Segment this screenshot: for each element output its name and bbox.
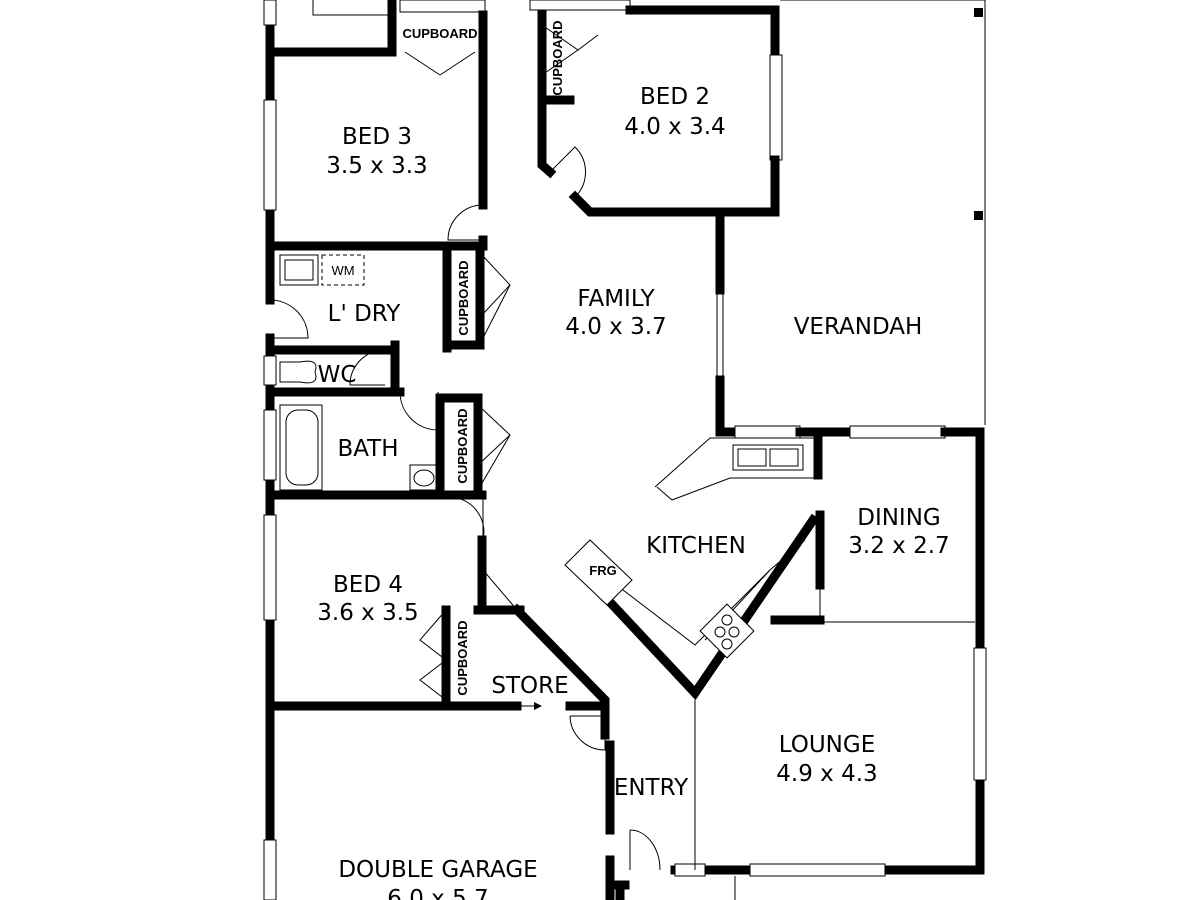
cooktop: [699, 603, 755, 659]
window: [263, 99, 277, 211]
room-kitchen-name: KITCHEN: [646, 533, 746, 559]
interior-walls: [265, 0, 986, 900]
room-store-name: STORE: [491, 673, 568, 699]
doors: [269, 24, 673, 871]
cupboard-label: CUPBOARD: [550, 20, 565, 95]
room-garage-name: DOUBLE GARAGE: [338, 857, 537, 883]
cupboard-label: CUPBOARD: [455, 408, 470, 483]
room-bed3-size: 3.5 x 3.3: [326, 153, 427, 179]
cupboard-label: CUPBOARD: [456, 260, 471, 335]
cupboard-label: CUPBOARD: [455, 620, 470, 695]
bathtub: [279, 404, 323, 491]
room-bath-name: BATH: [337, 436, 398, 462]
room-family-size: 4.0 x 3.7: [565, 314, 666, 340]
room-wc-name: WC: [318, 362, 357, 388]
room-bed3-name: BED 3: [342, 124, 412, 150]
verandah-post: [974, 8, 983, 17]
outer-walls: [263, 0, 987, 900]
window: [973, 647, 987, 781]
window: [749, 863, 886, 877]
room-verandah-name: VERANDAH: [794, 314, 923, 340]
window: [263, 409, 277, 481]
window: [263, 839, 277, 900]
washing-machine: [321, 254, 365, 286]
room-entry-name: ENTRY: [614, 775, 689, 801]
laundry-tub: [279, 254, 319, 286]
toilet: [279, 360, 317, 384]
room-bed2-size: 4.0 x 3.4: [624, 114, 725, 140]
svg-text:WM: WM: [331, 263, 354, 278]
room-family-name: FAMILY: [577, 286, 655, 312]
window: [263, 0, 277, 26]
room-bed2-name: BED 2: [640, 84, 710, 110]
room-garage-size: 6.0 x 5.7: [387, 886, 488, 900]
window: [263, 355, 277, 386]
room-dining-name: DINING: [857, 505, 941, 531]
room-bed4-size: 3.6 x 3.5: [317, 600, 418, 626]
room-laundry-name: L' DRY: [328, 301, 402, 327]
room-bed4-name: BED 4: [333, 572, 403, 598]
window: [263, 514, 277, 621]
room-dining-size: 3.2 x 2.7: [848, 533, 949, 559]
cupboard-label: CUPBOARD: [402, 26, 477, 41]
svg-text:FRG: FRG: [589, 563, 616, 578]
room-lounge-name: LOUNGE: [779, 732, 876, 758]
room-lounge-size: 4.9 x 4.3: [776, 761, 877, 787]
fixtures: WM FRG: [279, 254, 633, 606]
basin: [409, 464, 439, 491]
verandah-post: [974, 211, 983, 220]
fridge: [564, 539, 633, 606]
window: [674, 863, 706, 877]
